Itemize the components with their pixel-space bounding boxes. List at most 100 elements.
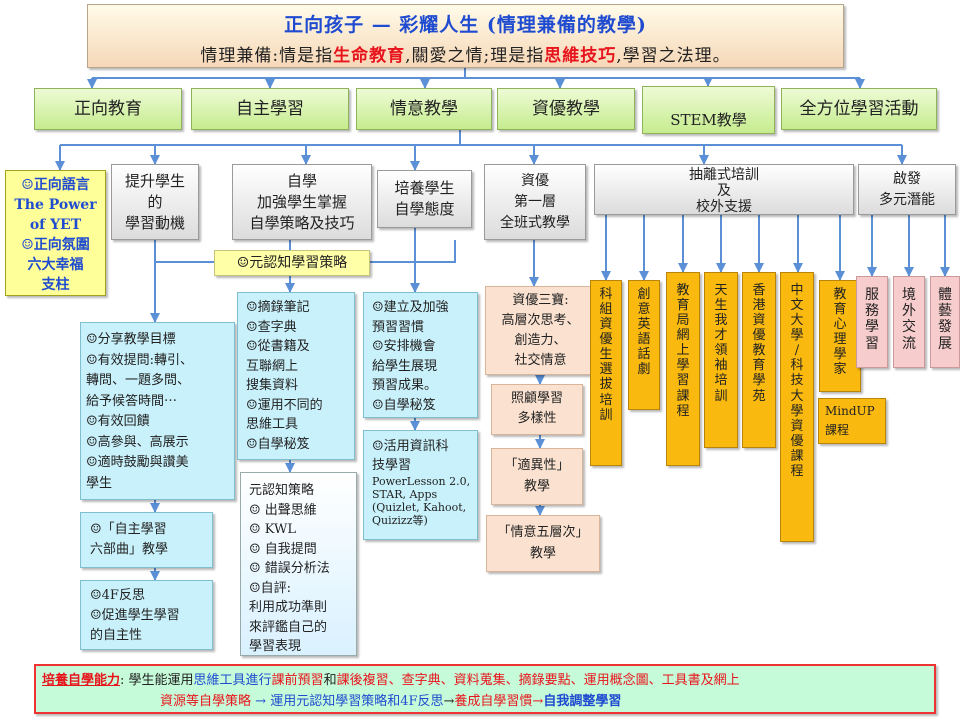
- vertical-char: 流: [902, 335, 916, 352]
- it-learning-box: ☺活用資訊科 技學習 PowerLesson 2.0, STAR, Apps (…: [363, 430, 478, 540]
- footer-line-1: 培養自學能力: 學生能運用思維工具進行課前預習和課後複習、查字典、資料蒐集、摘錄…: [42, 673, 740, 688]
- vertical-char: 網: [676, 328, 690, 344]
- vertical-char: 科: [790, 358, 804, 374]
- learning-diversity-box: 照顧學習 多樣性: [491, 384, 583, 435]
- category-affective-teaching: 情意教學: [356, 88, 492, 130]
- vertical-char: 領: [714, 343, 728, 359]
- vertical-char: 我: [714, 313, 728, 329]
- vertical-char: 學: [676, 358, 690, 374]
- vertical-char: 教: [676, 283, 690, 298]
- self-study-strategy-box: 自學 加強學生掌握 自學策略及技巧: [232, 164, 372, 240]
- arrow-icon: →: [255, 694, 267, 709]
- vertical-char: 組: [599, 302, 613, 318]
- category-all-round-activities: 全方位學習活動: [781, 88, 937, 130]
- four-f-reflection-box: ☺4F反思 ☺促進學生學習 的自主性: [80, 580, 213, 650]
- vertical-char: 意: [637, 302, 651, 318]
- vertical-char: 選: [599, 362, 613, 378]
- note-taking-box: ☺摘錄筆記 ☺查字典 ☺從書籍及 互聯網上 搜集資料 ☺運用不同的 思維工具 ☺…: [237, 292, 355, 460]
- vertical-char: 心: [833, 317, 847, 333]
- category-stem-teaching: STEM教學 QEF-創科循道: [642, 86, 775, 134]
- vertical-char: 文: [790, 298, 804, 314]
- vertical-char: 教: [833, 287, 847, 302]
- preview-habit-box: ☺建立及加強 預習習慣 ☺安排機會 給學生展現 預習成果。 ☺自學秘笈: [363, 292, 478, 418]
- vertical-char: 才: [714, 328, 728, 344]
- category-positive-education: 正向教育: [34, 88, 182, 130]
- vertical-char: 資: [790, 418, 804, 434]
- vertical-char: 資: [752, 313, 766, 329]
- footer-line-2: 資源等自學策略 → 運用元認知學習策略和4F反思→養成自學習慣→自我調整學習: [160, 694, 622, 709]
- vertical-char: 局: [676, 313, 690, 329]
- page-title: 正向孩子 — 彩耀人生 (情理兼備的教學): [284, 14, 647, 36]
- vertical-char: 課: [676, 388, 690, 404]
- page-subtitle: 情理兼備:情是指生命教育,關愛之情;理是指思維技巧,學習之法理。: [200, 46, 731, 66]
- vertical-char: 生: [714, 298, 728, 314]
- vertical-char: 學: [790, 403, 804, 419]
- vertical-char: 優: [790, 433, 804, 449]
- edb-online-course: 教育局網上學習課程: [666, 272, 700, 466]
- vertical-char: 生: [599, 347, 613, 363]
- metacognition-strategy-label: ☺元認知學習策略: [214, 250, 370, 276]
- six-steps-box: ☺「自主學習 六部曲」教學: [80, 512, 213, 568]
- gifted-three-treasures-box: 資優三寶: 高層次思考、 創造力、 社交情意: [485, 286, 596, 375]
- vertical-char: 程: [676, 403, 690, 419]
- vertical-char: 劇: [637, 362, 651, 378]
- five-level-affective-box: 「情意五層次」 教學: [486, 515, 600, 572]
- multiple-potential-box: 啟發 多元潛能: [858, 164, 956, 215]
- vertical-char: 天: [714, 283, 728, 298]
- vertical-char: 苑: [752, 388, 766, 404]
- vertical-char: 優: [599, 332, 613, 348]
- vertical-char: 體: [938, 287, 952, 303]
- arrow-icon: →: [443, 694, 455, 709]
- vertical-char: 育: [752, 358, 766, 374]
- vertical-char: 中: [790, 283, 804, 298]
- vertical-char: 習: [676, 373, 690, 389]
- category-self-directed-learning: 自主學習: [191, 88, 349, 130]
- gifted-selection-training: 科組資優生選拔培訓: [590, 280, 622, 466]
- vertical-char: 學: [790, 328, 804, 344]
- vertical-char: 訓: [714, 388, 728, 404]
- vertical-char: 大: [790, 388, 804, 404]
- arts-sports-development: 體藝發展: [930, 276, 960, 368]
- highlight-thinking-skills: 思維技巧: [544, 46, 617, 66]
- vertical-char: 課: [790, 448, 804, 464]
- vertical-char: 語: [637, 332, 651, 348]
- hk-gifted-academy: 香港資優教育學苑: [742, 272, 776, 448]
- pull-out-training-box: 抽離式培訓 及 校外支援: [594, 164, 854, 215]
- overseas-exchange: 境外交流: [893, 276, 925, 368]
- vertical-char: /: [794, 343, 800, 359]
- positive-language-box: ☺正向語言 The Power of YET ☺正向氛圍 六大幸福 支柱: [5, 170, 106, 296]
- metacognition-detail-box: 元認知策略 ☺ 出聲思維 ☺ KWL ☺ 自我提問 ☺ 錯誤分析法 ☺自評: 利…: [240, 472, 357, 656]
- vertical-char: 習: [865, 335, 879, 352]
- vertical-char: 學: [865, 319, 879, 336]
- vertical-char: 科: [599, 287, 613, 302]
- vertical-char: 資: [599, 317, 613, 333]
- vertical-char: 交: [902, 319, 916, 336]
- category-gifted-teaching: 資優教學: [497, 88, 635, 130]
- vertical-char: 話: [637, 347, 651, 363]
- vertical-char: 育: [833, 302, 847, 318]
- vertical-char: 展: [938, 335, 952, 352]
- vertical-char: 境: [902, 287, 916, 303]
- vertical-char: 學: [833, 347, 847, 363]
- highlight-life-education: 生命教育: [333, 46, 406, 66]
- vertical-char: 家: [833, 362, 847, 378]
- gifted-tier-one-box: 資優 第一層 全班式教學: [484, 164, 586, 240]
- vertical-char: 教: [752, 343, 766, 359]
- vertical-char: 程: [790, 463, 804, 479]
- vertical-char: 培: [599, 392, 613, 408]
- title-box: 正向孩子 — 彩耀人生 (情理兼備的教學) 情理兼備:情是指生命教育,關愛之情;…: [87, 4, 844, 68]
- vertical-char: 香: [752, 283, 766, 298]
- mindup-course-box: MindUP 課程: [818, 398, 886, 444]
- footer-label: 培養自學能力: [42, 673, 121, 688]
- vertical-char: 拔: [599, 377, 613, 393]
- vertical-char: 優: [752, 328, 766, 344]
- vertical-char: 上: [676, 343, 690, 359]
- vertical-char: 袖: [714, 358, 728, 374]
- vertical-char: 外: [902, 303, 916, 320]
- service-learning: 服務學習: [856, 276, 888, 368]
- vertical-char: 創: [637, 287, 651, 302]
- vertical-char: 技: [790, 373, 804, 389]
- educational-psychologist: 教育心理學家: [819, 280, 861, 392]
- leadership-training: 天生我才領袖培訓: [704, 272, 738, 448]
- vertical-char: 大: [790, 313, 804, 329]
